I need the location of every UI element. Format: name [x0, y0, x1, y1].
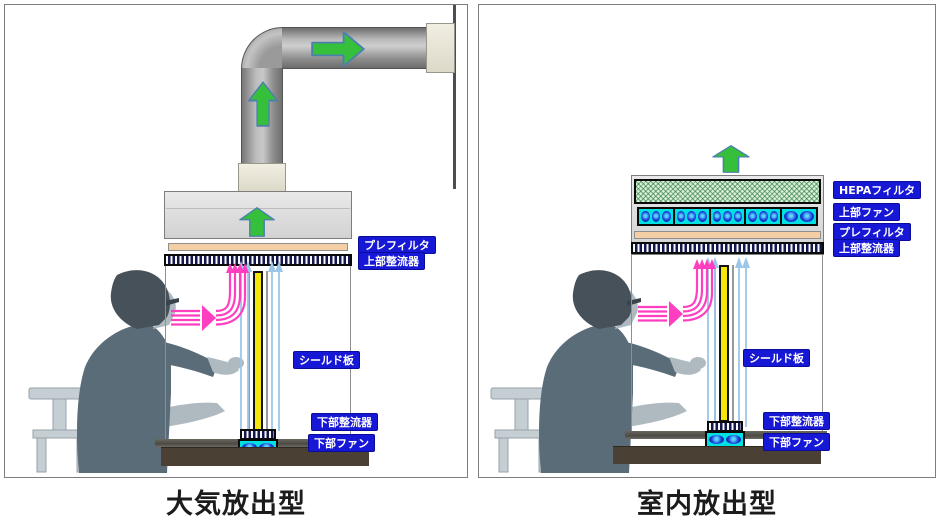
fan-blade-icon — [784, 211, 799, 222]
cabinet-body — [631, 254, 823, 431]
lower-rectifier-label: 下部整流器 — [763, 412, 830, 430]
upper-rectifier-strip — [164, 254, 352, 266]
fan-unit — [710, 209, 745, 224]
shield-label: シールド板 — [743, 349, 810, 367]
exhaust-flow-right-arrow-icon — [311, 31, 365, 67]
lower-fan-label: 下部ファン — [763, 433, 830, 451]
fan-blade-icon — [733, 211, 743, 222]
fan-blade-icon — [712, 211, 722, 222]
wall-line — [453, 5, 456, 189]
shield-rail-right — [266, 271, 268, 431]
duct-wall-flange — [426, 23, 455, 73]
exhaust-flow-up-arrow-icon — [248, 81, 278, 127]
caption-indoor-release: 室内放出型 — [637, 489, 777, 520]
fan-unit — [782, 209, 816, 224]
exhaust-up-arrow-icon — [712, 145, 750, 173]
duct-collar — [238, 163, 286, 192]
fan-blade-icon — [651, 211, 661, 222]
fan-blade-icon — [709, 435, 724, 444]
fan-unit — [746, 209, 781, 224]
upper-fan-row — [637, 207, 818, 226]
panel-atmospheric-release: プレフィルタ 上部整流器 シールド板 下部整流器 下部ファン — [4, 4, 468, 478]
fan-blade-icon — [726, 435, 741, 444]
shield-label: シールド板 — [293, 351, 360, 369]
caption-atmospheric-release: 大気放出型 — [166, 489, 306, 520]
lower-rectifier-label: 下部整流器 — [311, 413, 378, 431]
panel-indoor-release: HEPAフィルタ 上部ファン プレフィルタ 上部整流器 シールド板 下部整流器 … — [478, 4, 936, 478]
shield-rail-right — [732, 265, 734, 422]
fan-blade-icon — [769, 211, 779, 222]
duct-elbow — [241, 27, 283, 69]
fan-blade-icon — [662, 211, 671, 222]
plenum-up-arrow-icon — [239, 207, 275, 237]
fan-blade-icon — [723, 211, 732, 222]
fan-blade-icon — [687, 211, 696, 222]
fan-blade-icon — [748, 211, 757, 222]
fan-blade-icon — [758, 211, 768, 222]
upper-rectifier-strip — [631, 242, 824, 254]
fan-unit — [674, 209, 709, 224]
shield-rail-left — [248, 271, 250, 431]
prefilter-strip — [168, 243, 348, 251]
hepa-filter-label: HEPAフィルタ — [833, 181, 922, 199]
fan-unit — [639, 209, 673, 224]
lower-fan-label: 下部ファン — [308, 434, 375, 452]
prefilter-strip — [634, 231, 821, 239]
fan-blade-icon — [676, 211, 686, 222]
upper-rectifier-label: 上部整流器 — [358, 252, 425, 270]
fan-blade-icon — [800, 211, 814, 222]
hepa-filter — [634, 179, 821, 204]
fan-unit — [707, 433, 743, 446]
fan-blade-icon — [641, 211, 650, 222]
fan-blade-icon — [697, 211, 707, 222]
upper-rectifier-label: 上部整流器 — [833, 239, 900, 257]
upper-fan-label: 上部ファン — [833, 203, 900, 221]
lower-fan-unit — [705, 431, 745, 448]
